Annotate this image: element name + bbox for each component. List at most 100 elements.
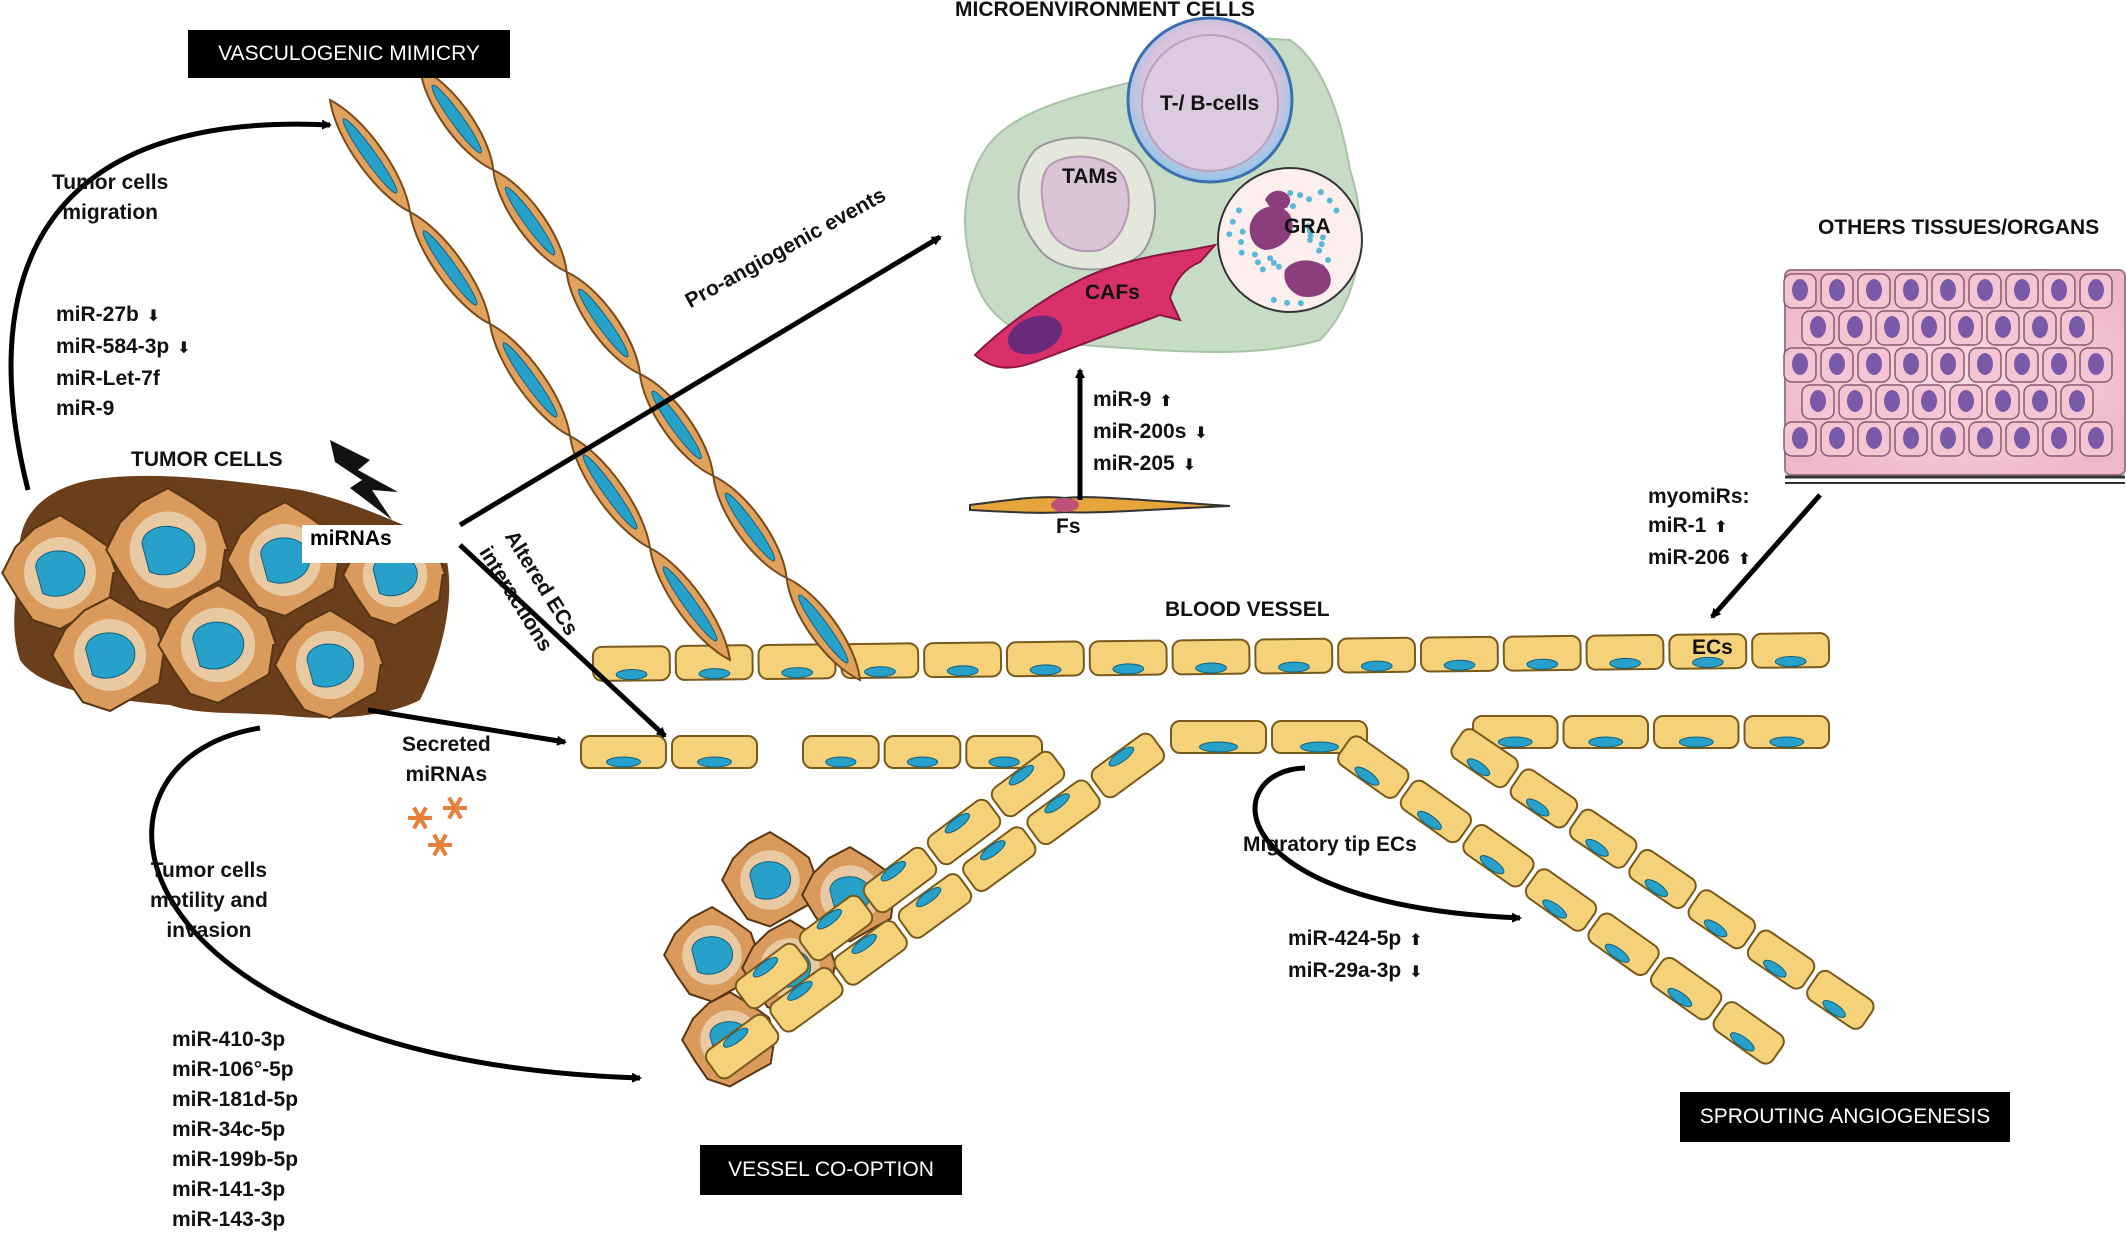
fs-label: Fs — [1056, 515, 1081, 538]
endothelial-cell — [862, 846, 938, 914]
up-arrow-icon: ⬆ — [1737, 551, 1752, 568]
endothelial-cell — [1088, 639, 1168, 677]
tissue-cell — [2042, 421, 2076, 457]
tissue-cell — [1931, 347, 1965, 383]
endothelial-cell — [833, 920, 908, 986]
vessel-cooption-label: VESSEL CO-OPTION — [700, 1145, 962, 1195]
mirna-item: miR-205⬇ — [1093, 452, 1197, 475]
mirna-item: miR-29a-3p⬇ — [1288, 959, 1423, 982]
arrow-secreted — [367, 707, 567, 746]
tissue-cell — [1931, 273, 1965, 309]
endothelial-cell — [1668, 633, 1748, 670]
tumor-cell — [721, 830, 819, 928]
arrow-tumor-migration — [8, 119, 332, 491]
endothelial-cell — [798, 894, 874, 962]
endothelial-cell — [1650, 956, 1723, 1021]
endothelial-cell — [990, 750, 1066, 818]
mirna-item: miR-200s⬇ — [1093, 420, 1208, 443]
arrow-migratory-tip — [1252, 765, 1522, 923]
tissue-cell — [1968, 421, 2002, 457]
endothelial-cell — [704, 1013, 780, 1080]
tumor-migration-label: Tumor cells migration — [52, 171, 169, 224]
microenvironment-title: MICROENVIRONMENT CELLS — [955, 0, 1255, 21]
endothelial-cell — [591, 645, 671, 682]
endothelial-cell — [1254, 637, 1334, 675]
cafs-label: CAFs — [1085, 281, 1140, 304]
tissue-cell — [2060, 384, 2094, 420]
tissue-cell — [1912, 310, 1946, 346]
blood-vessel-endothelium — [580, 632, 1875, 1080]
vasculogenic-mimicry-cell — [408, 210, 492, 326]
mirna-list-myomirs: miR-1⬆miR-206⬆ — [1648, 511, 1751, 575]
endothelial-cell — [1628, 848, 1697, 910]
mirna-item: miR-199b-5p — [172, 1148, 299, 1171]
tissue-cell — [2079, 273, 2113, 309]
endothelial-cell — [1005, 640, 1085, 678]
secreted-mirna-asterisks — [408, 796, 467, 857]
tissue-cell — [2042, 347, 2076, 383]
down-arrow-icon: ⬇ — [177, 340, 191, 357]
up-arrow-icon: ⬆ — [1159, 393, 1173, 410]
tissue-cell — [1783, 273, 1817, 309]
mirna-item: miR-1⬆ — [1648, 514, 1728, 537]
mirna-item: miR-9⬆ — [1093, 388, 1173, 411]
tissue-cell — [1783, 421, 1817, 457]
tissue-cell — [1986, 310, 2020, 346]
endothelial-cell — [1509, 768, 1579, 829]
tissue-cell — [1894, 421, 1928, 457]
mirna-item: miR-27b⬇ — [56, 303, 161, 326]
endothelial-cell — [1712, 1001, 1785, 1065]
tissue-cell — [1857, 421, 1891, 457]
vasculogenic-mimicry-cells — [328, 66, 862, 682]
mirna-item: miR-141-3p — [172, 1178, 286, 1201]
mirna-item: miR-106°-5p — [172, 1058, 294, 1081]
tissue-cell — [1894, 273, 1928, 309]
tumor-motility-label: Tumor cells motility and invasion — [150, 859, 268, 942]
tissue-cell — [1838, 384, 1872, 420]
tissue-cell — [1986, 384, 2020, 420]
endothelial-cell — [1743, 715, 1830, 749]
mirna-item: miR-181d-5p — [172, 1088, 299, 1111]
mirna-item: miR-34c-5p — [172, 1118, 286, 1141]
endothelial-cell — [1562, 715, 1649, 749]
endothelial-cell — [734, 942, 810, 1010]
vasculogenic-mimicry-cell — [418, 66, 495, 172]
fibroblast — [969, 496, 1231, 514]
tissue-cell — [1857, 273, 1891, 309]
arrow-pro-angiogenic — [458, 234, 942, 528]
tissue-cell — [2060, 310, 2094, 346]
vasculogenic-mimicry-cell — [648, 546, 732, 662]
tissue-cell — [2005, 273, 2039, 309]
tams-label: TAMs — [1062, 165, 1118, 188]
tissue-cell — [2079, 347, 2113, 383]
down-arrow-icon: ⬇ — [1194, 425, 1208, 442]
gra-label: GRA — [1284, 215, 1331, 238]
mirna-item: miR-410-3p — [172, 1028, 286, 1051]
tumor-cell — [663, 905, 761, 1003]
endothelial-cell — [801, 735, 880, 769]
mirna-item: miR-424-5p⬆ — [1288, 927, 1423, 950]
ecs-label: ECs — [1692, 636, 1733, 659]
tissue-cell — [1894, 347, 1928, 383]
tam-nucleus — [1040, 155, 1130, 253]
tissue-cell — [1820, 273, 1854, 309]
down-arrow-icon: ⬇ — [1409, 964, 1423, 981]
sprouting-angiogenesis-label: SPROUTING ANGIOGENESIS — [1680, 1092, 2010, 1142]
myomirs-title: myomiRs: — [1648, 485, 1750, 508]
vasculogenic-mimicry-cell — [785, 576, 862, 682]
vasculogenic-mimicry-cell — [712, 474, 788, 580]
endothelial-cell — [671, 735, 758, 769]
fibroblast-nucleus — [1051, 498, 1079, 512]
other-tissues-title: OTHERS TISSUES/ORGANS — [1818, 216, 2100, 239]
down-arrow-icon: ⬇ — [1182, 457, 1197, 474]
tissue-cell — [2005, 421, 2039, 457]
endothelial-cell — [1419, 635, 1499, 673]
endothelial-cell — [1687, 889, 1756, 950]
asterisk-icon — [428, 833, 452, 857]
arrow-tumor-motility — [149, 725, 642, 1083]
vasculogenic-mimicry-cell — [328, 98, 412, 214]
arrow-altered-ecs — [458, 543, 667, 738]
endothelial-cell — [1026, 779, 1101, 846]
tumor-cell — [274, 609, 385, 720]
